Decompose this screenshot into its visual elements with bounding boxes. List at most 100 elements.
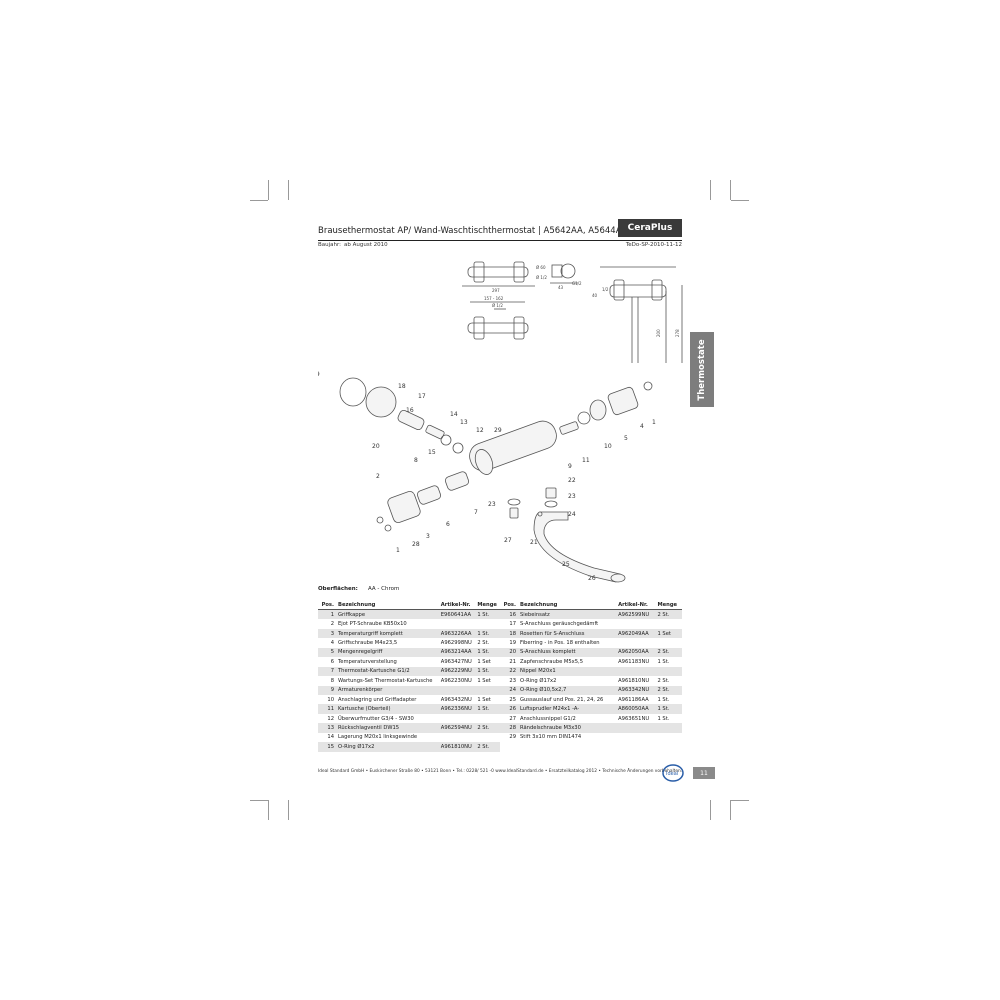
callout: 5	[624, 435, 628, 442]
dim-label: Ø 60	[536, 265, 546, 270]
part-qty: 2 St.	[475, 723, 500, 733]
crop-mark	[268, 800, 269, 820]
part-qty: 1 St.	[475, 704, 500, 714]
callout: 17	[418, 393, 426, 400]
part-name: Thermostat-Kartusche G1/2	[336, 666, 439, 677]
brand-badge: CeraPlus	[618, 219, 682, 237]
section-tab-label: Thermostate	[697, 338, 707, 401]
part-pos: 24	[500, 685, 518, 695]
footer-text: Ideal Standard GmbH • Euskirchener Straß…	[318, 769, 683, 774]
part-pos: 14	[327, 734, 334, 741]
callout: 6	[446, 521, 450, 528]
part-name: S-Anschluss geräuschgedämft	[520, 621, 599, 628]
part-qty: 1 Set	[477, 696, 491, 703]
col-name: Bezeichnung	[518, 600, 617, 610]
crop-mark	[731, 800, 749, 801]
part-article	[616, 666, 656, 677]
col-qty: Menge	[475, 600, 500, 610]
part-article	[616, 638, 655, 647]
part-pos: 25	[509, 696, 516, 703]
callout: 27	[504, 537, 512, 544]
part-article: A962599NU	[616, 609, 656, 620]
part-pos: 4	[330, 640, 334, 647]
dim-label: Ø 1/2	[536, 275, 547, 280]
part-pos: 27	[509, 715, 516, 722]
crop-mark	[250, 200, 268, 201]
callout: 8	[414, 457, 418, 464]
crop-mark	[288, 800, 289, 820]
part-article	[616, 619, 655, 628]
part-article: E960641AA	[438, 609, 476, 620]
col-pos: Pos.	[318, 600, 336, 610]
part-qty	[655, 733, 682, 742]
surfaces-value: AA - Chrom	[368, 586, 400, 592]
crop-mark	[268, 180, 269, 200]
part-name: Stift 3x10 mm DIN1474	[520, 734, 582, 741]
part-pos: 21	[509, 658, 516, 665]
part-article: A961810NU	[438, 742, 476, 752]
col-article: Artikel-Nr.	[616, 600, 656, 610]
callout: 2	[376, 473, 380, 480]
part-pos: 10	[327, 696, 334, 703]
part-name: Mengenregelgriff	[336, 647, 439, 658]
crop-mark	[710, 800, 711, 820]
callout: 16	[406, 407, 414, 414]
part-name: Fiberring - in Pos. 18 enthalten	[520, 640, 600, 647]
part-pos: 18	[500, 628, 518, 639]
part-article: A961810NU	[618, 677, 650, 684]
header-rule	[318, 240, 682, 241]
part-name: Luftsprudler M24x1 -A-	[518, 704, 617, 714]
part-qty: 2 St.	[655, 647, 682, 658]
part-pos: 15	[318, 742, 336, 752]
callout: 26	[588, 575, 596, 582]
part-name: Kartusche (Oberteil)	[336, 704, 439, 714]
callout: 22	[568, 477, 576, 484]
part-qty: 2 St.	[477, 640, 490, 647]
part-pos: 20	[500, 647, 518, 658]
callout: 4	[640, 423, 644, 430]
part-name: Siebeinsatz	[518, 609, 617, 620]
callout: 9	[568, 463, 572, 470]
part-qty	[655, 619, 682, 628]
callout: 23	[568, 493, 576, 500]
col-qty: Menge	[655, 600, 682, 610]
part-pos: 12	[327, 715, 334, 722]
part-qty: 1 St.	[655, 704, 682, 714]
crop-mark	[288, 180, 289, 200]
part-qty: 1 St.	[657, 715, 670, 722]
part-name: Temperaturgriff komplett	[336, 628, 439, 639]
table-row: 14 Lagerung M20x1 linksgewinde	[318, 733, 500, 742]
exploded-view-drawing: 19 18 17 16 14 13 12 29 20 15 8 9 11 10 …	[318, 371, 656, 583]
part-qty: 1 St.	[475, 647, 500, 658]
part-name: Überwurfmutter G3/4 - SW30	[338, 715, 414, 722]
part-pos: 2	[330, 621, 334, 628]
part-article: A962594NU	[438, 723, 476, 733]
callout: 24	[568, 511, 576, 518]
callout: 14	[450, 411, 458, 418]
part-name: Armaturenkörper	[336, 685, 439, 695]
part-name: Lagerung M20x1 linksgewinde	[338, 734, 418, 741]
part-qty	[475, 733, 500, 742]
part-name: Griffkappe	[336, 609, 439, 620]
part-pos: 9	[318, 685, 336, 695]
callout: 1	[652, 419, 656, 426]
callout: 10	[604, 443, 612, 450]
part-name: Rückschlagventil DW15	[336, 723, 439, 733]
surfaces-label: Oberflächen:	[318, 586, 358, 592]
